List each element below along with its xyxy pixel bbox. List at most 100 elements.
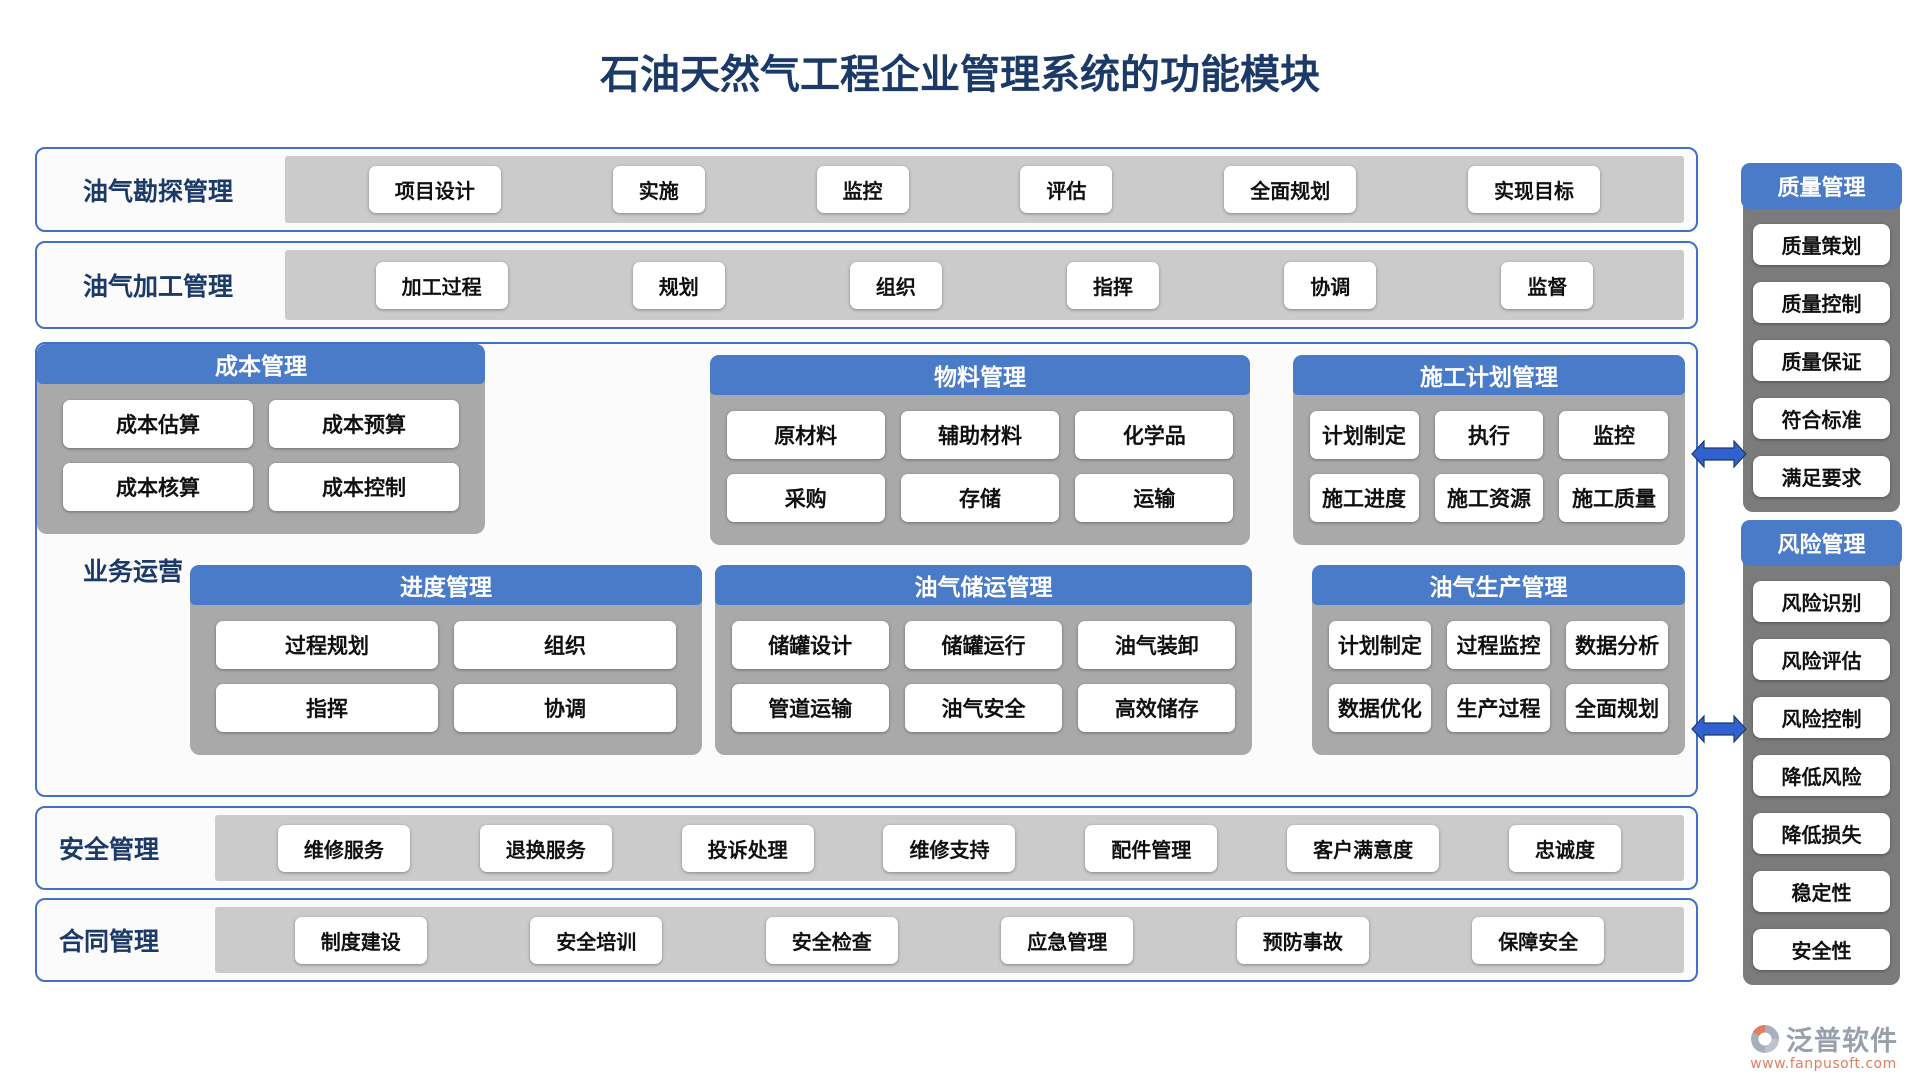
feature-chip: 实现目标 — [1468, 166, 1601, 213]
feature-chip: 化学品 — [1075, 411, 1234, 459]
sidebar-chip: 安全性 — [1753, 929, 1890, 970]
feature-chip: 高效储存 — [1078, 684, 1236, 732]
module-header: 成本管理 — [37, 344, 485, 384]
module-header: 进度管理 — [190, 565, 702, 605]
row-oil-gas-exploration: 油气勘探管理 项目设计 实施 监控 评估 全面规划 实现目标 — [35, 147, 1698, 232]
feature-chip: 制度建设 — [294, 916, 427, 964]
feature-chip: 管道运输 — [731, 684, 889, 732]
sidebar-header: 质量管理 — [1741, 163, 1902, 209]
feature-chip: 原材料 — [726, 411, 885, 459]
module-header: 物料管理 — [710, 355, 1250, 395]
feature-chip: 安全检查 — [765, 916, 898, 964]
feature-chip: 全面规划 — [1565, 684, 1669, 732]
feature-chip: 成本预算 — [269, 400, 459, 448]
sidebar-chip: 降低风险 — [1753, 755, 1890, 796]
feature-chip: 监督 — [1501, 261, 1594, 309]
feature-chip: 数据优化 — [1328, 684, 1432, 732]
feature-chip: 指挥 — [216, 684, 438, 732]
sidebar-risk-management: 风险管理 风险识别风险评估风险控制降低风险降低损失稳定性安全性 — [1741, 520, 1902, 985]
feature-chip: 安全培训 — [530, 916, 663, 964]
feature-chip: 执行 — [1434, 411, 1544, 459]
module-card: 施工计划管理 计划制定执行监控施工进度施工资源施工质量 — [1293, 355, 1685, 545]
feature-chip: 监控 — [816, 166, 909, 213]
business-operations-label: 业务运营 — [83, 556, 184, 586]
feature-chip: 指挥 — [1067, 261, 1160, 309]
feature-chip: 客户满意度 — [1287, 824, 1440, 872]
feature-chip: 投诉处理 — [681, 824, 814, 872]
feature-chip: 油气安全 — [904, 684, 1063, 732]
feature-chip: 协调 — [1284, 261, 1377, 309]
module-card: 进度管理 过程规划组织指挥协调 — [190, 565, 702, 755]
sidebar-body: 风险识别风险评估风险控制降低风险降低损失稳定性安全性 — [1743, 566, 1900, 970]
sidebar-header: 风险管理 — [1741, 520, 1902, 566]
feature-chip: 成本核算 — [63, 463, 253, 511]
module-header: 施工计划管理 — [1293, 355, 1685, 395]
sidebar-chip: 质量策划 — [1753, 224, 1890, 265]
sidebar-body: 质量策划质量控制质量保证符合标准满足要求 — [1743, 209, 1900, 497]
feature-chip: 组织 — [454, 621, 676, 669]
row-oil-gas-processing: 油气加工管理 加工过程 规划 组织 指挥 协调 监督 — [35, 241, 1698, 329]
feature-chip: 生产过程 — [1447, 684, 1550, 732]
band-label: 油气勘探管理 — [83, 176, 234, 206]
sidebar-chip: 满足要求 — [1753, 456, 1890, 497]
feature-chip: 应急管理 — [1001, 916, 1134, 964]
feature-chip: 数据分析 — [1565, 621, 1669, 669]
sidebar-chip: 风险识别 — [1753, 581, 1890, 622]
feature-chip: 油气装卸 — [1078, 621, 1236, 669]
module-body: 计划制定过程监控数据分析数据优化生产过程全面规划 — [1312, 605, 1685, 732]
feature-chip: 加工过程 — [375, 261, 508, 309]
module-body: 计划制定执行监控施工进度施工资源施工质量 — [1293, 395, 1685, 522]
left-right-arrow-icon — [1690, 437, 1748, 471]
module-card: 成本管理 成本估算成本预算成本核算成本控制 — [37, 344, 485, 534]
module-body: 储罐设计储罐运行油气装卸管道运输油气安全高效储存 — [715, 605, 1252, 732]
sidebar-chip: 质量控制 — [1753, 282, 1890, 323]
feature-chip: 施工进度 — [1309, 474, 1419, 522]
sidebar-chip: 稳定性 — [1753, 871, 1890, 912]
feature-chip: 全面规划 — [1224, 166, 1357, 213]
business-operations-box: 业务运营 物料管理 原材料辅助材料化学品采购存储运输 施工计划管理 计划制定执行… — [35, 342, 1698, 797]
feature-chip: 退换服务 — [479, 824, 612, 872]
feature-chip: 协调 — [454, 684, 676, 732]
module-body: 成本估算成本预算成本核算成本控制 — [37, 384, 485, 511]
feature-chip: 过程规划 — [216, 621, 438, 669]
feature-chip: 忠诚度 — [1508, 824, 1621, 872]
row-safety-management: 安全管理 维修服务 退换服务 投诉处理 维修支持 配件管理 客户满意度 忠诚度 — [35, 806, 1698, 890]
feature-chip: 实施 — [612, 166, 705, 213]
feature-chip: 计划制定 — [1309, 411, 1419, 459]
sidebar-quality-management: 质量管理 质量策划质量控制质量保证符合标准满足要求 — [1741, 163, 1902, 512]
feature-chip: 预防事故 — [1236, 916, 1369, 964]
sidebar-chip: 符合标准 — [1753, 398, 1890, 439]
feature-chip: 组织 — [849, 261, 942, 309]
band-track: 加工过程 规划 组织 指挥 协调 监督 — [285, 250, 1684, 320]
feature-chip: 运输 — [1075, 474, 1234, 522]
feature-chip: 监控 — [1559, 411, 1669, 459]
feature-chip: 存储 — [900, 474, 1060, 522]
feature-chip: 采购 — [726, 474, 885, 522]
band-track: 维修服务 退换服务 投诉处理 维修支持 配件管理 客户满意度 忠诚度 — [215, 815, 1684, 881]
sidebar-chip: 质量保证 — [1753, 340, 1890, 381]
feature-chip: 配件管理 — [1085, 824, 1218, 872]
feature-chip: 维修服务 — [277, 824, 410, 872]
module-header: 油气生产管理 — [1312, 565, 1685, 605]
feature-chip: 施工质量 — [1559, 474, 1669, 522]
feature-chip: 成本估算 — [63, 400, 253, 448]
logo-text: 泛普软件 — [1786, 1026, 1898, 1057]
sidebar-chip: 风险评估 — [1753, 639, 1890, 680]
module-body: 过程规划组织指挥协调 — [190, 605, 702, 732]
band-label: 油气加工管理 — [83, 272, 234, 301]
left-right-arrow-icon — [1690, 712, 1748, 746]
feature-chip: 评估 — [1020, 166, 1113, 213]
module-card: 物料管理 原材料辅助材料化学品采购存储运输 — [710, 355, 1250, 545]
fanpu-logo[interactable]: 泛普软件 www.fanpusoft.com — [1749, 1019, 1898, 1072]
row-contract-management: 合同管理 制度建设安全培训安全检查应急管理预防事故保障安全 — [35, 898, 1698, 982]
feature-chip: 项目设计 — [368, 166, 501, 213]
band-track: 制度建设安全培训安全检查应急管理预防事故保障安全 — [215, 907, 1684, 973]
band-label: 安全管理 — [59, 835, 160, 864]
feature-chip: 辅助材料 — [900, 411, 1060, 459]
feature-chip: 维修支持 — [883, 824, 1016, 872]
sidebar-chip: 风险控制 — [1753, 697, 1890, 738]
feature-chip: 成本控制 — [269, 463, 459, 511]
feature-chip: 规划 — [632, 261, 725, 309]
fanpu-logo-icon — [1749, 1023, 1781, 1055]
